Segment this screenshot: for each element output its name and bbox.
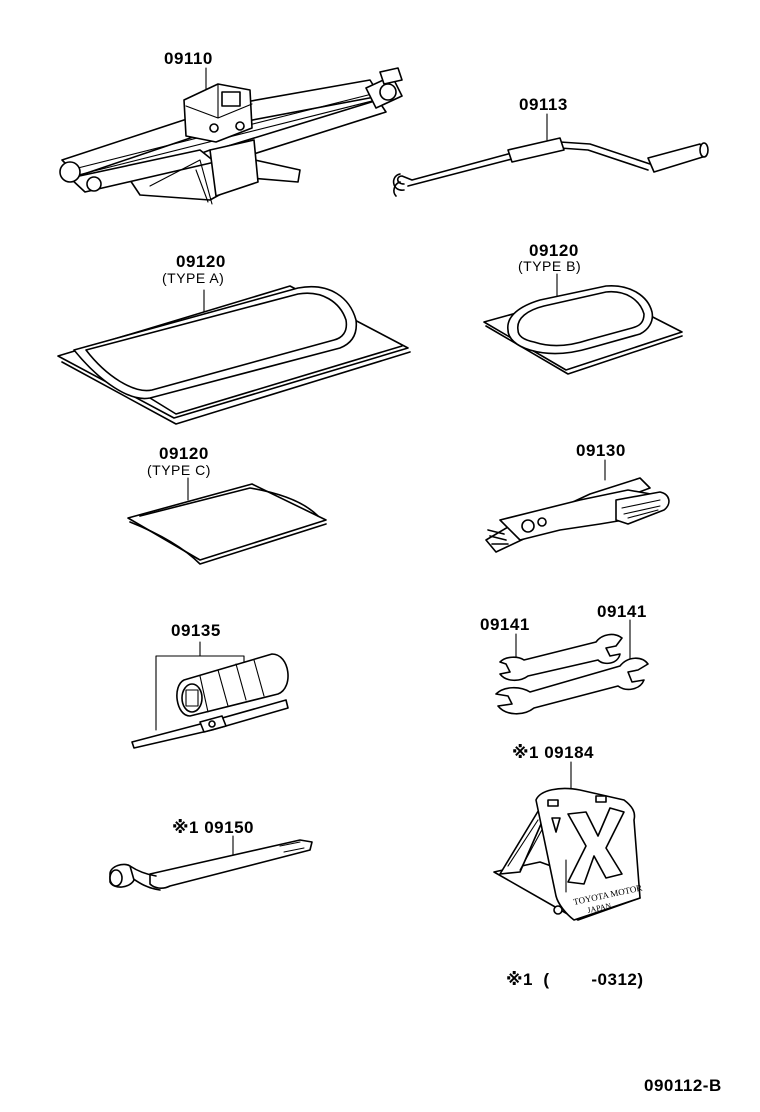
scissor-jack-drawing	[59, 67, 403, 205]
figure-code: 090112-B	[644, 1076, 722, 1095]
tool-bag-type-a-drawing	[57, 285, 411, 425]
part-number-pliers: 09130	[576, 441, 626, 460]
screwdriver-drawing	[131, 641, 289, 749]
wheel-chock-drawing: TOYOTA MOTOR JAPAN	[493, 761, 643, 921]
part-number-bag-a: 09120	[176, 252, 226, 271]
part-number-jack-handle: 09113	[519, 95, 568, 114]
part-number-wrench-2: 09141	[597, 602, 647, 621]
jack-handle-drawing	[392, 113, 709, 197]
part-number-wheel-chock: ※1 09184	[512, 743, 594, 762]
tool-bag-type-b-drawing	[483, 273, 683, 375]
part-number-wrench-1: 09141	[480, 615, 530, 634]
bag-a-type-label: (TYPE A)	[162, 270, 225, 286]
wrenches-drawing	[495, 619, 649, 715]
footnote: ※1 ( -0312)	[506, 970, 644, 989]
pliers-drawing	[485, 459, 670, 553]
bag-b-type-label: (TYPE B)	[518, 258, 582, 274]
bag-c-type-label: (TYPE C)	[147, 462, 211, 478]
part-number-bag-b: 09120	[529, 241, 579, 260]
part-number-jack: 09110	[164, 49, 213, 68]
tool-bag-type-c-drawing	[127, 477, 327, 565]
part-number-bag-c: 09120	[159, 444, 209, 463]
part-number-screwdriver: 09135	[171, 621, 221, 640]
part-number-lug-wrench: ※1 09150	[172, 818, 254, 837]
lug-wrench-drawing	[109, 835, 313, 891]
